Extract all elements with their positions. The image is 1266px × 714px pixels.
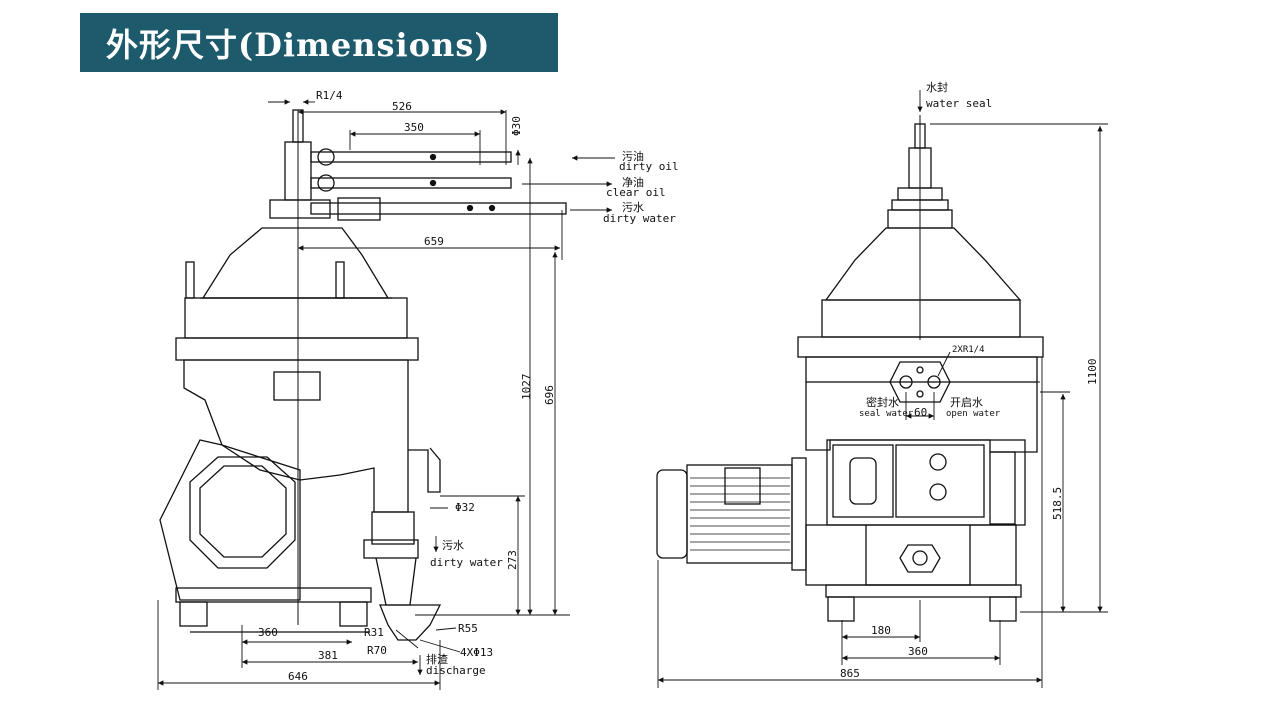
- dim-865: 865: [840, 667, 860, 680]
- page-title: 外形尺寸(Dimensions): [80, 13, 558, 72]
- dim-526: 526: [392, 100, 412, 113]
- discharge-en: discharge: [426, 664, 486, 677]
- dim-273: 273: [506, 550, 519, 570]
- dim-phi30: Φ30: [510, 116, 523, 136]
- dirty-oil-en: dirty oil: [619, 160, 679, 173]
- dirty-water-cn: 污水: [622, 201, 644, 214]
- left-side-view: [159, 109, 567, 641]
- dim-phi32: Φ32: [455, 501, 475, 514]
- left-labels: R1/4 526 350 Φ30 污油 dirty oil 净油 clear o…: [258, 89, 679, 683]
- discharge-cn: 排渣: [426, 652, 448, 666]
- dim-1100: 1100: [1086, 359, 1099, 386]
- open-water-cn: 开启水: [950, 396, 983, 409]
- dim-r70: R70: [367, 644, 387, 657]
- dim-r31: R31: [364, 626, 384, 639]
- dim-360-right: 360: [908, 645, 928, 658]
- open-water-en: open water: [946, 409, 1001, 419]
- right-front-view: [656, 115, 1044, 622]
- outlet-pipes: [310, 148, 567, 221]
- dim-60: 60: [914, 406, 927, 419]
- clear-oil-en: clear oil: [606, 186, 666, 199]
- dim-holes: 4XΦ13: [460, 646, 493, 659]
- dim-646: 646: [288, 670, 308, 683]
- water-seal-cn: 水封: [926, 80, 948, 94]
- dim-1027: 1027: [520, 374, 533, 401]
- dim-r55: R55: [458, 622, 478, 635]
- seal-water-cn: 密封水: [866, 395, 899, 409]
- outlet-water-en: dirty water: [430, 556, 503, 569]
- right-labels: 水封 water seal 2XR1/4 密封水 seal water 60 开…: [840, 80, 1099, 680]
- dirty-water-en: dirty water: [603, 212, 676, 225]
- thread-2xr14: 2XR1/4: [952, 345, 985, 355]
- dim-180: 180: [871, 624, 891, 637]
- water-seal-en: water seal: [926, 97, 992, 110]
- dim-360: 360: [258, 626, 278, 639]
- outlet-water-cn: 污水: [442, 539, 464, 552]
- dim-350: 350: [404, 121, 424, 134]
- right-dimension-lines: [657, 90, 1108, 688]
- dim-659: 659: [424, 235, 444, 248]
- left-dimension-lines: [157, 99, 615, 690]
- clear-oil-cn: 净油: [622, 175, 644, 189]
- dim-696: 696: [543, 385, 556, 405]
- dim-r14: R1/4: [316, 89, 343, 102]
- seal-water-en: seal water: [859, 409, 914, 419]
- dim-518-5: 518.5: [1051, 487, 1064, 520]
- dim-381: 381: [318, 649, 338, 662]
- dirty-oil-cn: 污油: [622, 149, 644, 163]
